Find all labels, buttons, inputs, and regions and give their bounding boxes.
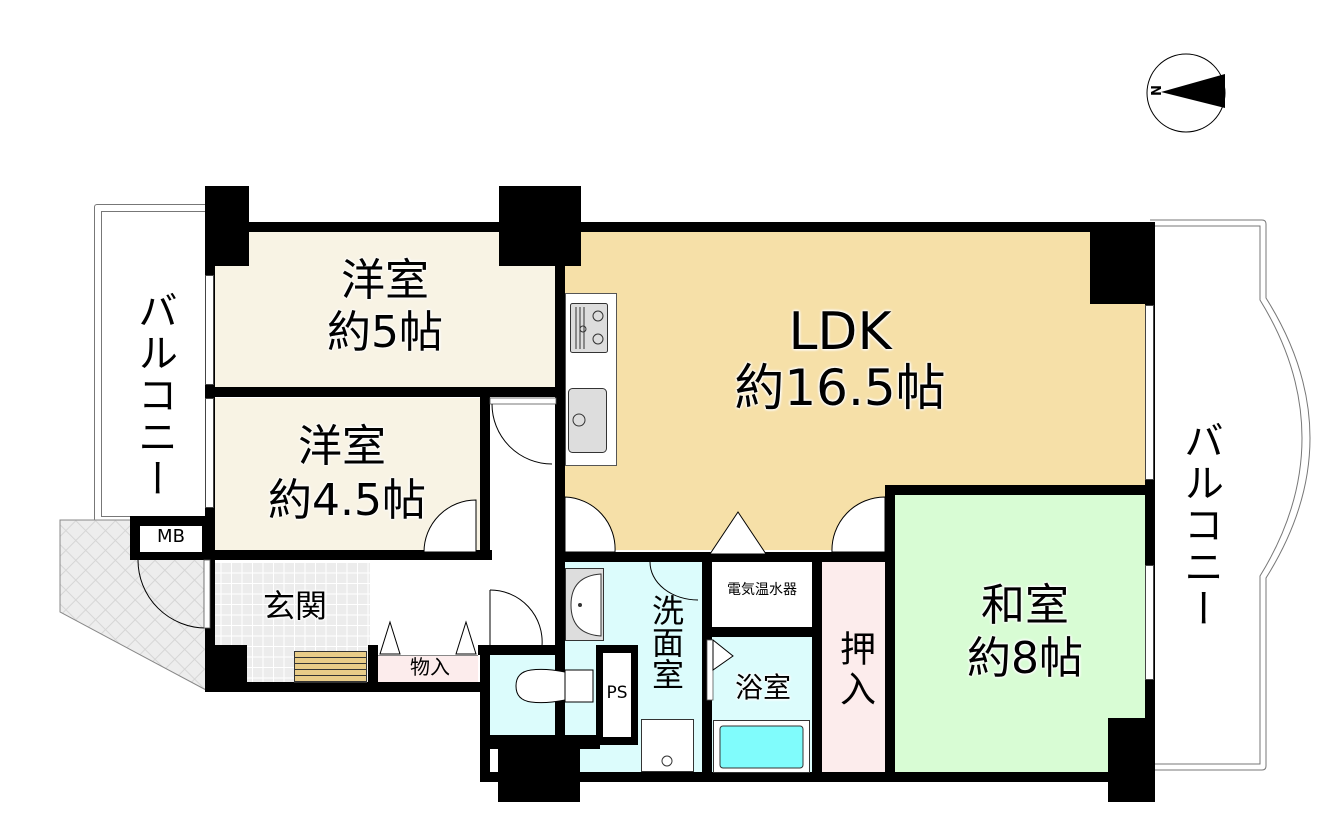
door-ldk-center (709, 511, 767, 555)
wall (885, 485, 895, 775)
window (205, 275, 214, 385)
entrance-step (294, 651, 367, 683)
room-western-5-size: 約5帖 (327, 307, 443, 358)
wall (130, 550, 492, 560)
door-western2 (423, 499, 477, 553)
compass: N (1145, 52, 1227, 134)
wall (205, 387, 557, 397)
room-washitsu-size: 約8帖 (967, 633, 1083, 684)
room-western-4-5-name: 洋室 (298, 421, 386, 472)
room-washitsu (895, 495, 1145, 775)
balcony-right (1150, 219, 1311, 771)
stove-icon (570, 303, 608, 353)
door-ldk-left (564, 496, 616, 553)
room-monoire-name: 物入 (410, 655, 450, 679)
ps-box (603, 653, 631, 737)
balcony-right-label: バルコニー (1177, 420, 1223, 630)
toilet-icon (515, 668, 594, 704)
washer-pan-icon (641, 719, 694, 772)
window (205, 398, 214, 508)
door-entrance (137, 559, 211, 629)
room-western-4-5-size: 約4.5帖 (268, 475, 426, 526)
wall (1090, 222, 1155, 304)
wall (555, 552, 890, 562)
washbasin-icon (565, 568, 604, 641)
door-western1 (489, 397, 557, 465)
ps-label: PS (606, 683, 628, 703)
wall (565, 222, 1155, 232)
wall (205, 682, 490, 692)
wall (702, 627, 814, 637)
wall (205, 645, 247, 689)
door-toilet (489, 589, 543, 647)
room-genkan-name: 玄関 (262, 587, 327, 625)
room-oshiire (822, 562, 888, 775)
room-western-5-name: 洋室 (341, 255, 429, 306)
room-water-heater (712, 560, 812, 628)
wall (480, 392, 490, 558)
wall (498, 740, 580, 802)
door-washitsu (831, 496, 886, 553)
mb-box (140, 526, 202, 552)
door-senmen (649, 561, 699, 601)
wall (1108, 718, 1155, 802)
wall (368, 645, 378, 690)
room-ldk-name: LDK (788, 302, 892, 362)
wall (812, 560, 822, 775)
wall (1145, 222, 1155, 802)
wall (205, 222, 570, 232)
sink-icon (568, 388, 607, 453)
room-monoire (378, 655, 478, 685)
door-bath (706, 638, 734, 701)
water-heater-label: 電気温水器 (727, 582, 797, 598)
window (1145, 305, 1154, 480)
room-senmen-name: 洗面室 (647, 594, 685, 690)
compass-north-label: N (1146, 85, 1162, 96)
bathtub-icon (713, 720, 810, 773)
room-ldk-size: 約16.5帖 (734, 359, 946, 417)
wall (555, 232, 565, 782)
wall (885, 485, 1155, 495)
wall (478, 645, 560, 655)
mb-label: MB (157, 526, 185, 547)
door-monoire (379, 620, 477, 655)
balcony-left-label: バルコニー (131, 290, 177, 500)
room-washitsu-name: 和室 (981, 580, 1069, 631)
wall (480, 645, 490, 780)
window (1145, 565, 1154, 680)
north-arrow-icon (1146, 53, 1226, 133)
room-oshiire-name: 押入 (834, 630, 875, 710)
balcony-left (94, 204, 206, 524)
room-bath-name: 浴室 (734, 671, 791, 704)
wall (480, 772, 1155, 782)
